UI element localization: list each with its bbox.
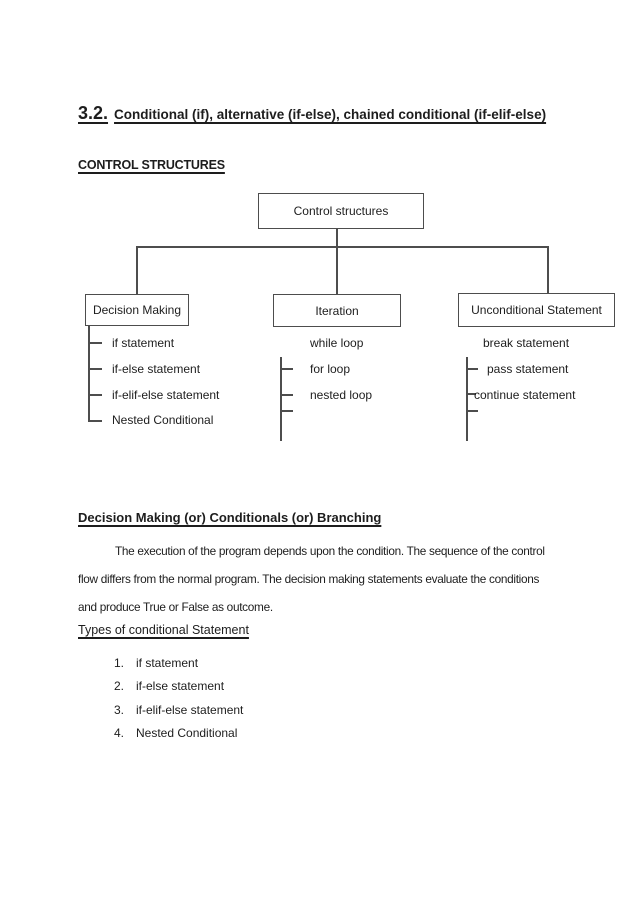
tree-vline	[466, 357, 468, 441]
tree-tick	[280, 368, 293, 370]
list-item-number: 1.	[114, 655, 125, 670]
connector-drop-right	[547, 246, 549, 293]
tree-tick	[280, 410, 293, 412]
tree-tick	[88, 394, 102, 396]
list-item: 3. if-elif-else statement	[114, 698, 243, 722]
tree-tick	[466, 410, 478, 412]
list-item: 2. if-else statement	[114, 675, 243, 699]
list-item-number: 2.	[114, 679, 125, 694]
list-item-label: if-elif-else statement	[136, 702, 244, 717]
list-item-number: 4.	[114, 726, 125, 741]
list-item: 4. Nested Conditional	[114, 722, 243, 746]
title-text: Conditional (if), alternative (if-else),…	[114, 107, 547, 122]
list-item: 1. if statement	[114, 651, 243, 675]
connector-drop-left	[136, 246, 138, 294]
connector-root-stem	[336, 228, 338, 246]
paragraph-line: and produce True or False as outcome.	[78, 600, 273, 614]
tree-item-break-statement: break statement	[483, 336, 570, 350]
types-list: 1. if statement 2. if-else statement 3. …	[114, 651, 243, 745]
tree-tick	[466, 393, 476, 395]
list-item-number: 3.	[114, 702, 125, 717]
connector-drop-middle	[336, 246, 338, 294]
tree-item-while-loop: while loop	[310, 336, 364, 350]
tree-vline	[280, 357, 282, 441]
tree-item-nested-conditional: Nested Conditional	[112, 413, 214, 427]
tree-tick	[88, 368, 102, 370]
tree-item-continue-statement: continue statement	[474, 388, 576, 402]
tree-tick	[88, 420, 102, 422]
page-title: 3.2. Conditional (if), alternative (if-el…	[78, 103, 546, 124]
tree-vline	[88, 325, 90, 421]
tree-tick	[88, 342, 102, 344]
branch-box-iteration: Iteration	[273, 294, 401, 327]
tree-item-nested-loop: nested loop	[310, 388, 373, 402]
heading-types-of-conditional: Types of conditional Statement	[78, 623, 249, 637]
heading-decision-making: Decision Making (or) Conditionals (or) B…	[78, 510, 382, 525]
paragraph-decision-making: The execution of the program depends upo…	[78, 537, 580, 621]
tree-item-if-elif-else-statement: if-elif-else statement	[112, 388, 220, 402]
title-section-number: 3.2.	[78, 103, 109, 123]
branch-box-decision-making: Decision Making	[85, 294, 189, 326]
branch-box-unconditional-statement: Unconditional Statement	[458, 293, 615, 327]
paragraph-line: The execution of the program depends upo…	[115, 544, 545, 558]
connector-horizontal	[136, 246, 548, 248]
diagram-root-box: Control structures	[258, 193, 424, 229]
paragraph-line: flow differs from the normal program. Th…	[78, 572, 540, 586]
list-item-label: if-else statement	[136, 679, 225, 694]
tree-item-for-loop: for loop	[310, 362, 351, 376]
tree-item-pass-statement: pass statement	[487, 362, 569, 376]
tree-item-if-else-statement: if-else statement	[112, 362, 201, 376]
list-item-label: if statement	[136, 655, 199, 670]
list-item-label: Nested Conditional	[136, 726, 238, 741]
tree-tick	[466, 368, 478, 370]
heading-control-structures: CONTROL STRUCTURES	[78, 158, 225, 172]
tree-tick	[280, 394, 293, 396]
tree-item-if-statement: if statement	[112, 336, 175, 350]
